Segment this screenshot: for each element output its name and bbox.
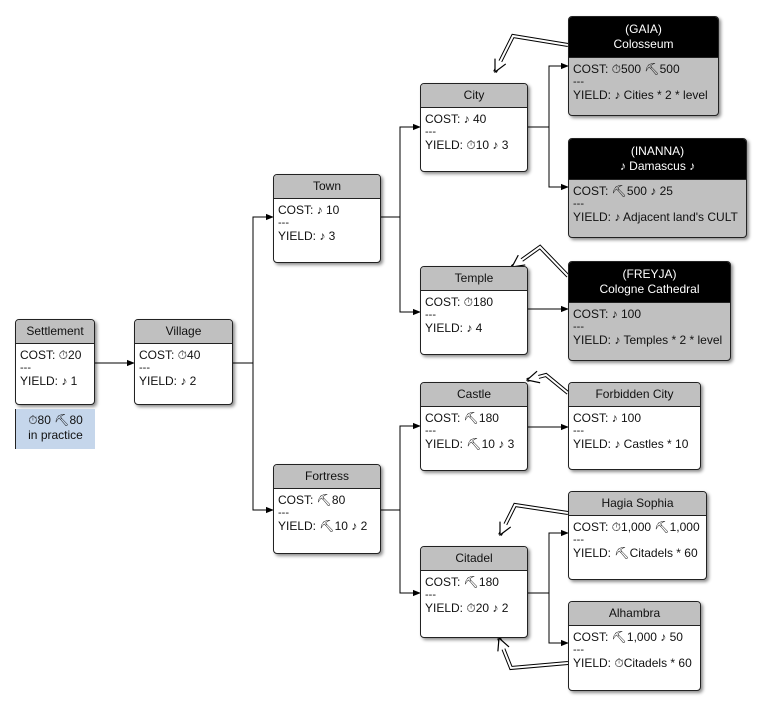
node-separator: --- [573,198,584,210]
node-cost: COST: ⛏180 [425,575,499,589]
wonder-header: (GAIA) Colosseum [569,17,718,58]
edge-fortress-citadel [399,510,421,597]
node-yield: YIELD: ⏱10 ♪ 3 [425,138,509,152]
node-title: Village [135,320,232,344]
node-yield: YIELD: ♪ 2 [139,374,197,388]
node-cost: COST: ⏱180 [425,295,494,309]
edge-town-temple [399,217,421,316]
wonder-link-alhambra [499,638,569,670]
node-fortress: Fortress COST: ⛏80 --- YIELD: ⛏10 ♪ 2 [273,464,381,554]
node-title: Settlement [16,320,94,344]
node-yield: YIELD: ♪ 3 [278,229,336,243]
node-temple: Temple COST: ⏱180 --- YIELD: ♪ 4 [420,266,528,355]
node-cost: COST: ⏱1,000 ⛏1,000 [573,520,700,534]
edge-city-damascus [548,127,569,191]
wonder-alhambra: Alhambra COST: ⛏1,000 ♪ 50 --- YIELD: ⏱C… [568,601,701,691]
practice-note: ⏱80 ⛏80 in practice [15,409,95,449]
edge-citadel-alhambra [548,593,569,647]
node-separator: --- [139,362,150,374]
node-separator: --- [573,321,584,333]
node-cost: COST: ⏱20 [20,348,82,362]
node-yield: YIELD: ⏱Citadels * 60 [573,656,692,670]
wonder-god: (FREYJA) [622,267,677,281]
wonder-link-forbidden [527,375,569,394]
node-village: Village COST: ⏱40 --- YIELD: ♪ 2 [134,319,233,405]
wonder-title: Colosseum [613,37,674,51]
node-yield: YIELD: ♪ Temples * 2 * level [573,333,723,347]
wonder-link-colosseum [494,34,569,72]
node-title: Fortress [274,465,380,489]
node-castle: Castle COST: ⛏180 --- YIELD: ⛏10 ♪ 3 [420,382,528,471]
wonder-title: ♪ Damascus ♪ [619,159,696,173]
node-title: Castle [421,383,527,407]
node-cost: COST: ⏱40 [139,348,201,362]
node-yield: YIELD: ♪ Cities * 2 * level [573,88,708,102]
edge-city-colosseum [528,62,569,128]
edge-fortress-castle [381,422,421,511]
wonder-damascus: (INANNA) ♪ Damascus ♪ COST: ⛏500 ♪ 25 --… [568,138,747,238]
node-separator: --- [425,126,436,138]
node-yield: YIELD: ♪ 4 [425,321,483,335]
node-title: Hagia Sophia [569,492,706,516]
node-separator: --- [425,425,436,437]
node-yield: YIELD: ♪ Adjacent land's CULT [573,210,738,224]
node-cost: COST: ⛏1,000 ♪ 50 [573,630,683,644]
wonder-link-cologne [512,245,569,277]
wonder-link-hagia [499,503,569,535]
node-title: Town [274,175,380,199]
node-cost: COST: ⏱500 ⛏500 [573,62,680,76]
note-cost: ⏱80 ⛏80 [28,413,83,427]
wonder-god: (INANNA) [630,144,685,158]
wonder-header: (FREYJA) Cologne Cathedral [569,262,730,303]
node-settlement: Settlement COST: ⏱20 --- YIELD: ♪ 1 [15,319,95,405]
note-caption: in practice [28,428,83,442]
wonder-title: Cologne Cathedral [599,282,700,296]
node-yield: YIELD: ⛏Citadels * 60 [573,546,698,560]
node-title: Forbidden City [569,383,700,407]
node-separator: --- [573,644,584,656]
edge-village-town [233,213,274,364]
node-separator: --- [278,507,289,519]
node-separator: --- [20,362,31,374]
node-title: City [421,84,527,108]
node-yield: YIELD: ♪ 1 [20,374,78,388]
node-separator: --- [278,217,289,229]
node-cost: COST: ⛏180 [425,411,499,425]
node-citadel: Citadel COST: ⛏180 --- YIELD: ⏱20 ♪ 2 [420,546,528,638]
node-cost: COST: ♪ 100 [573,307,642,321]
node-cost: COST: ♪ 40 [425,112,487,126]
node-title: Alhambra [569,602,700,626]
edge-town-city [381,123,421,218]
node-title: Citadel [421,547,527,571]
node-yield: YIELD: ⛏10 ♪ 3 [425,437,515,451]
node-separator: --- [573,76,584,88]
node-cost: COST: ♪ 100 [573,411,642,425]
node-yield: YIELD: ⛏10 ♪ 2 [278,519,368,533]
node-cost: COST: ⛏80 [278,493,346,507]
edge-citadel-hagia [528,529,569,594]
node-yield: YIELD: ♪ Castles * 10 [573,437,689,451]
node-cost: COST: ⛏500 ♪ 25 [573,184,673,198]
node-yield: YIELD: ⏱20 ♪ 2 [425,601,509,615]
wonder-colosseum: (GAIA) Colosseum COST: ⏱500 ⛏500 --- YIE… [568,16,719,116]
wonder-hagia-sophia: Hagia Sophia COST: ⏱1,000 ⛏1,000 --- YIE… [568,491,707,580]
node-city: City COST: ♪ 40 --- YIELD: ⏱10 ♪ 3 [420,83,528,172]
node-separator: --- [573,534,584,546]
node-separator: --- [425,309,436,321]
node-cost: COST: ♪ 10 [278,203,340,217]
wonder-header: (INANNA) ♪ Damascus ♪ [569,139,746,180]
node-separator: --- [573,425,584,437]
node-separator: --- [425,589,436,601]
wonder-god: (GAIA) [625,22,662,36]
node-town: Town COST: ♪ 10 --- YIELD: ♪ 3 [273,174,381,263]
edge-village-fortress [252,363,274,514]
wonder-forbidden-city: Forbidden City COST: ♪ 100 --- YIELD: ♪ … [568,382,701,470]
wonder-cologne-cathedral: (FREYJA) Cologne Cathedral COST: ♪ 100 -… [568,261,731,361]
node-title: Temple [421,267,527,291]
